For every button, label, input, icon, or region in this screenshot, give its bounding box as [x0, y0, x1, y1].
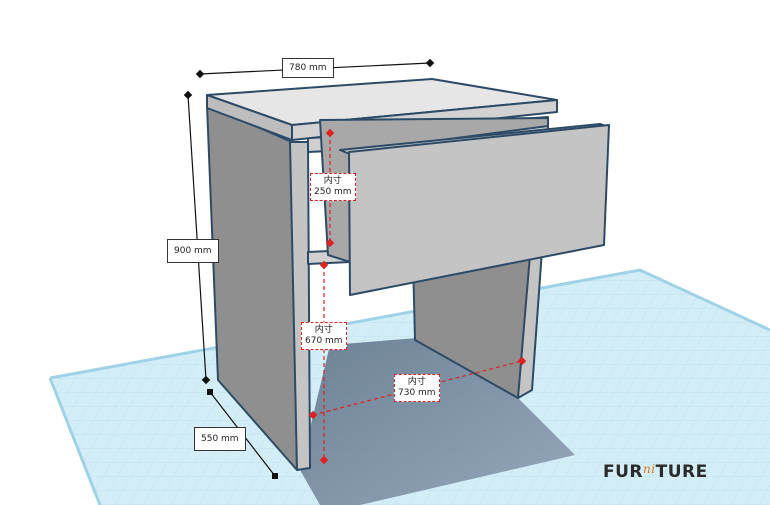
- width-inner-prefix: 内寸: [407, 377, 426, 387]
- logo-text-left: FUR: [603, 462, 644, 482]
- depth-dimension-label[interactable]: 550 mm: [194, 427, 246, 451]
- left-panel-edge: [289, 141, 311, 471]
- object-shadow: [300, 335, 575, 505]
- leg-inner-dimension-label[interactable]: 内寸 670 mm: [301, 322, 347, 350]
- drawer-front[interactable]: [348, 124, 610, 296]
- width-inner-value: 730 mm: [398, 388, 436, 398]
- desktop-top-side: [206, 94, 293, 141]
- logo-text-right: TURE: [655, 462, 708, 482]
- width-dimension-label[interactable]: 780 mm: [282, 58, 334, 78]
- logo-text-middle: ni: [643, 462, 656, 476]
- width-value: 780 mm: [289, 63, 327, 73]
- drawer-inner-dimension-label[interactable]: 内寸 250 mm: [310, 173, 356, 201]
- drawer-inner-value: 250 mm: [314, 187, 352, 197]
- leg-inner-prefix: 内寸: [314, 325, 333, 335]
- width-inner-dimension-label[interactable]: 内寸 730 mm: [394, 374, 440, 402]
- depth-value: 550 mm: [201, 434, 239, 444]
- desk-model[interactable]: [206, 78, 610, 471]
- height-value: 900 mm: [174, 246, 212, 256]
- drawer-inner-prefix: 内寸: [323, 176, 342, 186]
- leg-inner-value: 670 mm: [305, 336, 343, 346]
- height-dimension-label[interactable]: 900 mm: [167, 239, 219, 263]
- furniture-logo: FURniTURE: [603, 462, 708, 482]
